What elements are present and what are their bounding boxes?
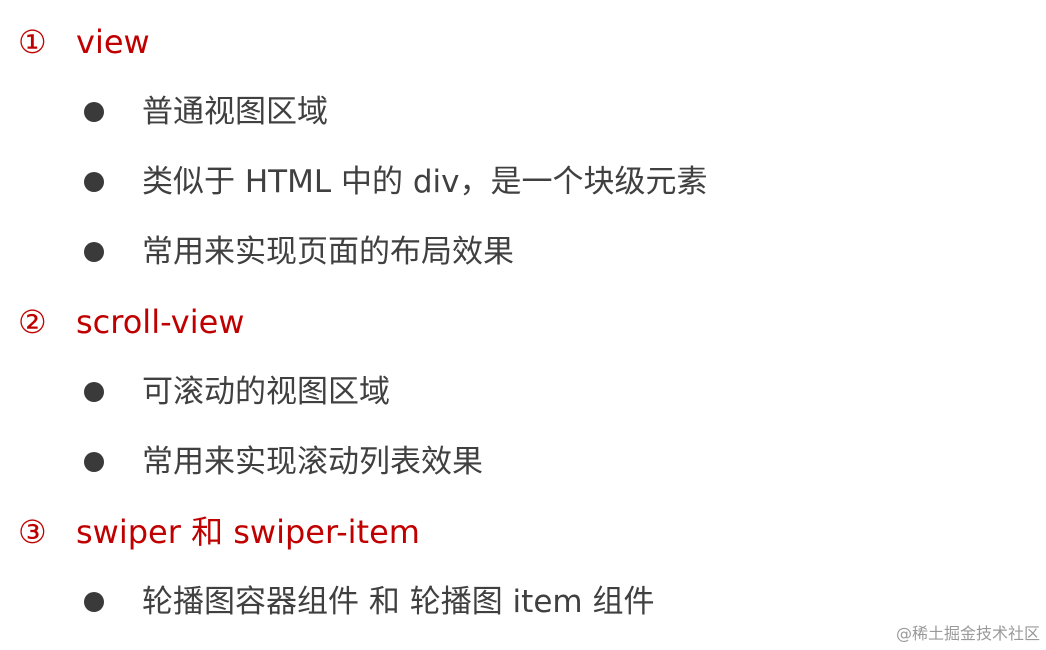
- list-item-text: 类似于 HTML 中的 div，是一个块级元素: [142, 164, 708, 200]
- list-item-text: 普通视图区域: [142, 94, 328, 130]
- bullet-icon: [84, 452, 104, 472]
- section-number: ②: [18, 303, 47, 341]
- watermark: @稀土掘金技术社区: [895, 624, 1040, 643]
- list-item-text: 常用来实现滚动列表效果: [142, 444, 483, 480]
- section-heading: ① view: [18, 19, 150, 65]
- list-item: 常用来实现滚动列表效果: [84, 439, 483, 485]
- list-item-text: 可滚动的视图区域: [142, 374, 390, 410]
- list-item-text: 常用来实现页面的布局效果: [142, 234, 514, 270]
- bullet-icon: [84, 382, 104, 402]
- list-item: 类似于 HTML 中的 div，是一个块级元素: [84, 159, 707, 205]
- section-number: ③: [18, 513, 47, 551]
- list-item: 常用来实现页面的布局效果: [84, 229, 514, 275]
- section-heading: ② scroll-view: [18, 299, 244, 345]
- bullet-icon: [84, 242, 104, 262]
- section-number: ①: [18, 23, 47, 61]
- section-title: swiper 和 swiper-item: [76, 513, 420, 551]
- bullet-icon: [84, 592, 104, 612]
- list-item-text: 轮播图容器组件 和 轮播图 item 组件: [142, 584, 655, 620]
- section-title: view: [76, 23, 150, 61]
- list-item: 可滚动的视图区域: [84, 369, 390, 415]
- list-item: 普通视图区域: [84, 89, 328, 135]
- bullet-icon: [84, 172, 104, 192]
- section-title: scroll-view: [76, 303, 245, 341]
- list-item: 轮播图容器组件 和 轮播图 item 组件: [84, 579, 654, 625]
- bullet-icon: [84, 102, 104, 122]
- section-heading: ③ swiper 和 swiper-item: [18, 509, 420, 555]
